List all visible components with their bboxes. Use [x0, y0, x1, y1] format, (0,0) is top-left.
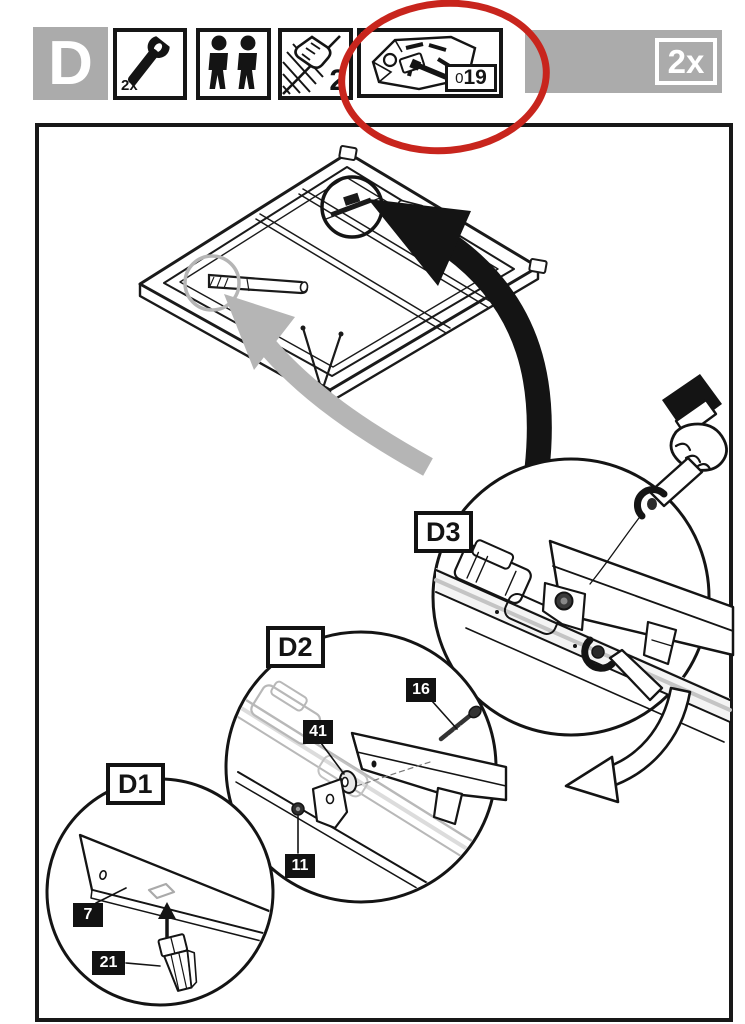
bolt-16	[438, 705, 482, 742]
upper-wrench-handle	[648, 456, 704, 508]
step-letter-badge: D	[33, 27, 108, 100]
callout-d1: D1	[106, 763, 165, 806]
gray-highlight-circle	[183, 254, 241, 312]
rotate-arrow-black	[368, 199, 552, 471]
wrench-tool-box: 2x	[113, 24, 187, 100]
page-flip-number: 2	[329, 64, 346, 97]
part-label-washer: 41	[303, 720, 333, 744]
callout-d2: D2	[266, 626, 325, 669]
bag-code-prefix: 0	[455, 69, 464, 87]
header-gray-bar: 2x	[525, 30, 722, 93]
rotate-arrow-white	[564, 686, 692, 804]
two-people-box	[196, 28, 271, 100]
clip-21	[157, 933, 198, 992]
hand-with-wrench	[633, 374, 728, 520]
assembly-qty-badge: 2x	[655, 38, 717, 85]
rotate-arrow-gray	[224, 294, 433, 476]
wrench-qty-label: 2x	[121, 77, 138, 94]
panel-7	[78, 833, 271, 944]
detail-circle-d1	[45, 777, 275, 1007]
part-label-clip: 21	[92, 951, 125, 975]
two-people-icon	[208, 35, 257, 89]
part-label-bolt: 16	[406, 678, 436, 702]
upper-wrench-jaw	[633, 485, 668, 520]
step-letter: D	[48, 28, 93, 98]
detail-circle-d3	[431, 374, 735, 743]
page-flip-box: 2	[278, 28, 353, 100]
callout-d3: D3	[414, 511, 473, 554]
rail-clamp	[453, 539, 532, 605]
sleeve	[662, 374, 722, 432]
part-label-nut: 11	[285, 854, 315, 878]
bag-code-number: 19	[463, 66, 487, 89]
folded-leg	[207, 273, 309, 295]
page-flip-icon	[282, 35, 341, 95]
assembly-qty-label: 2x	[667, 42, 705, 80]
part-label-panel: 7	[73, 903, 103, 927]
clip-slot	[147, 882, 176, 900]
lower-wrench	[581, 636, 664, 702]
hand	[669, 422, 728, 472]
angle-bracket-d2	[311, 777, 349, 830]
leg-beam-d2	[350, 731, 508, 826]
